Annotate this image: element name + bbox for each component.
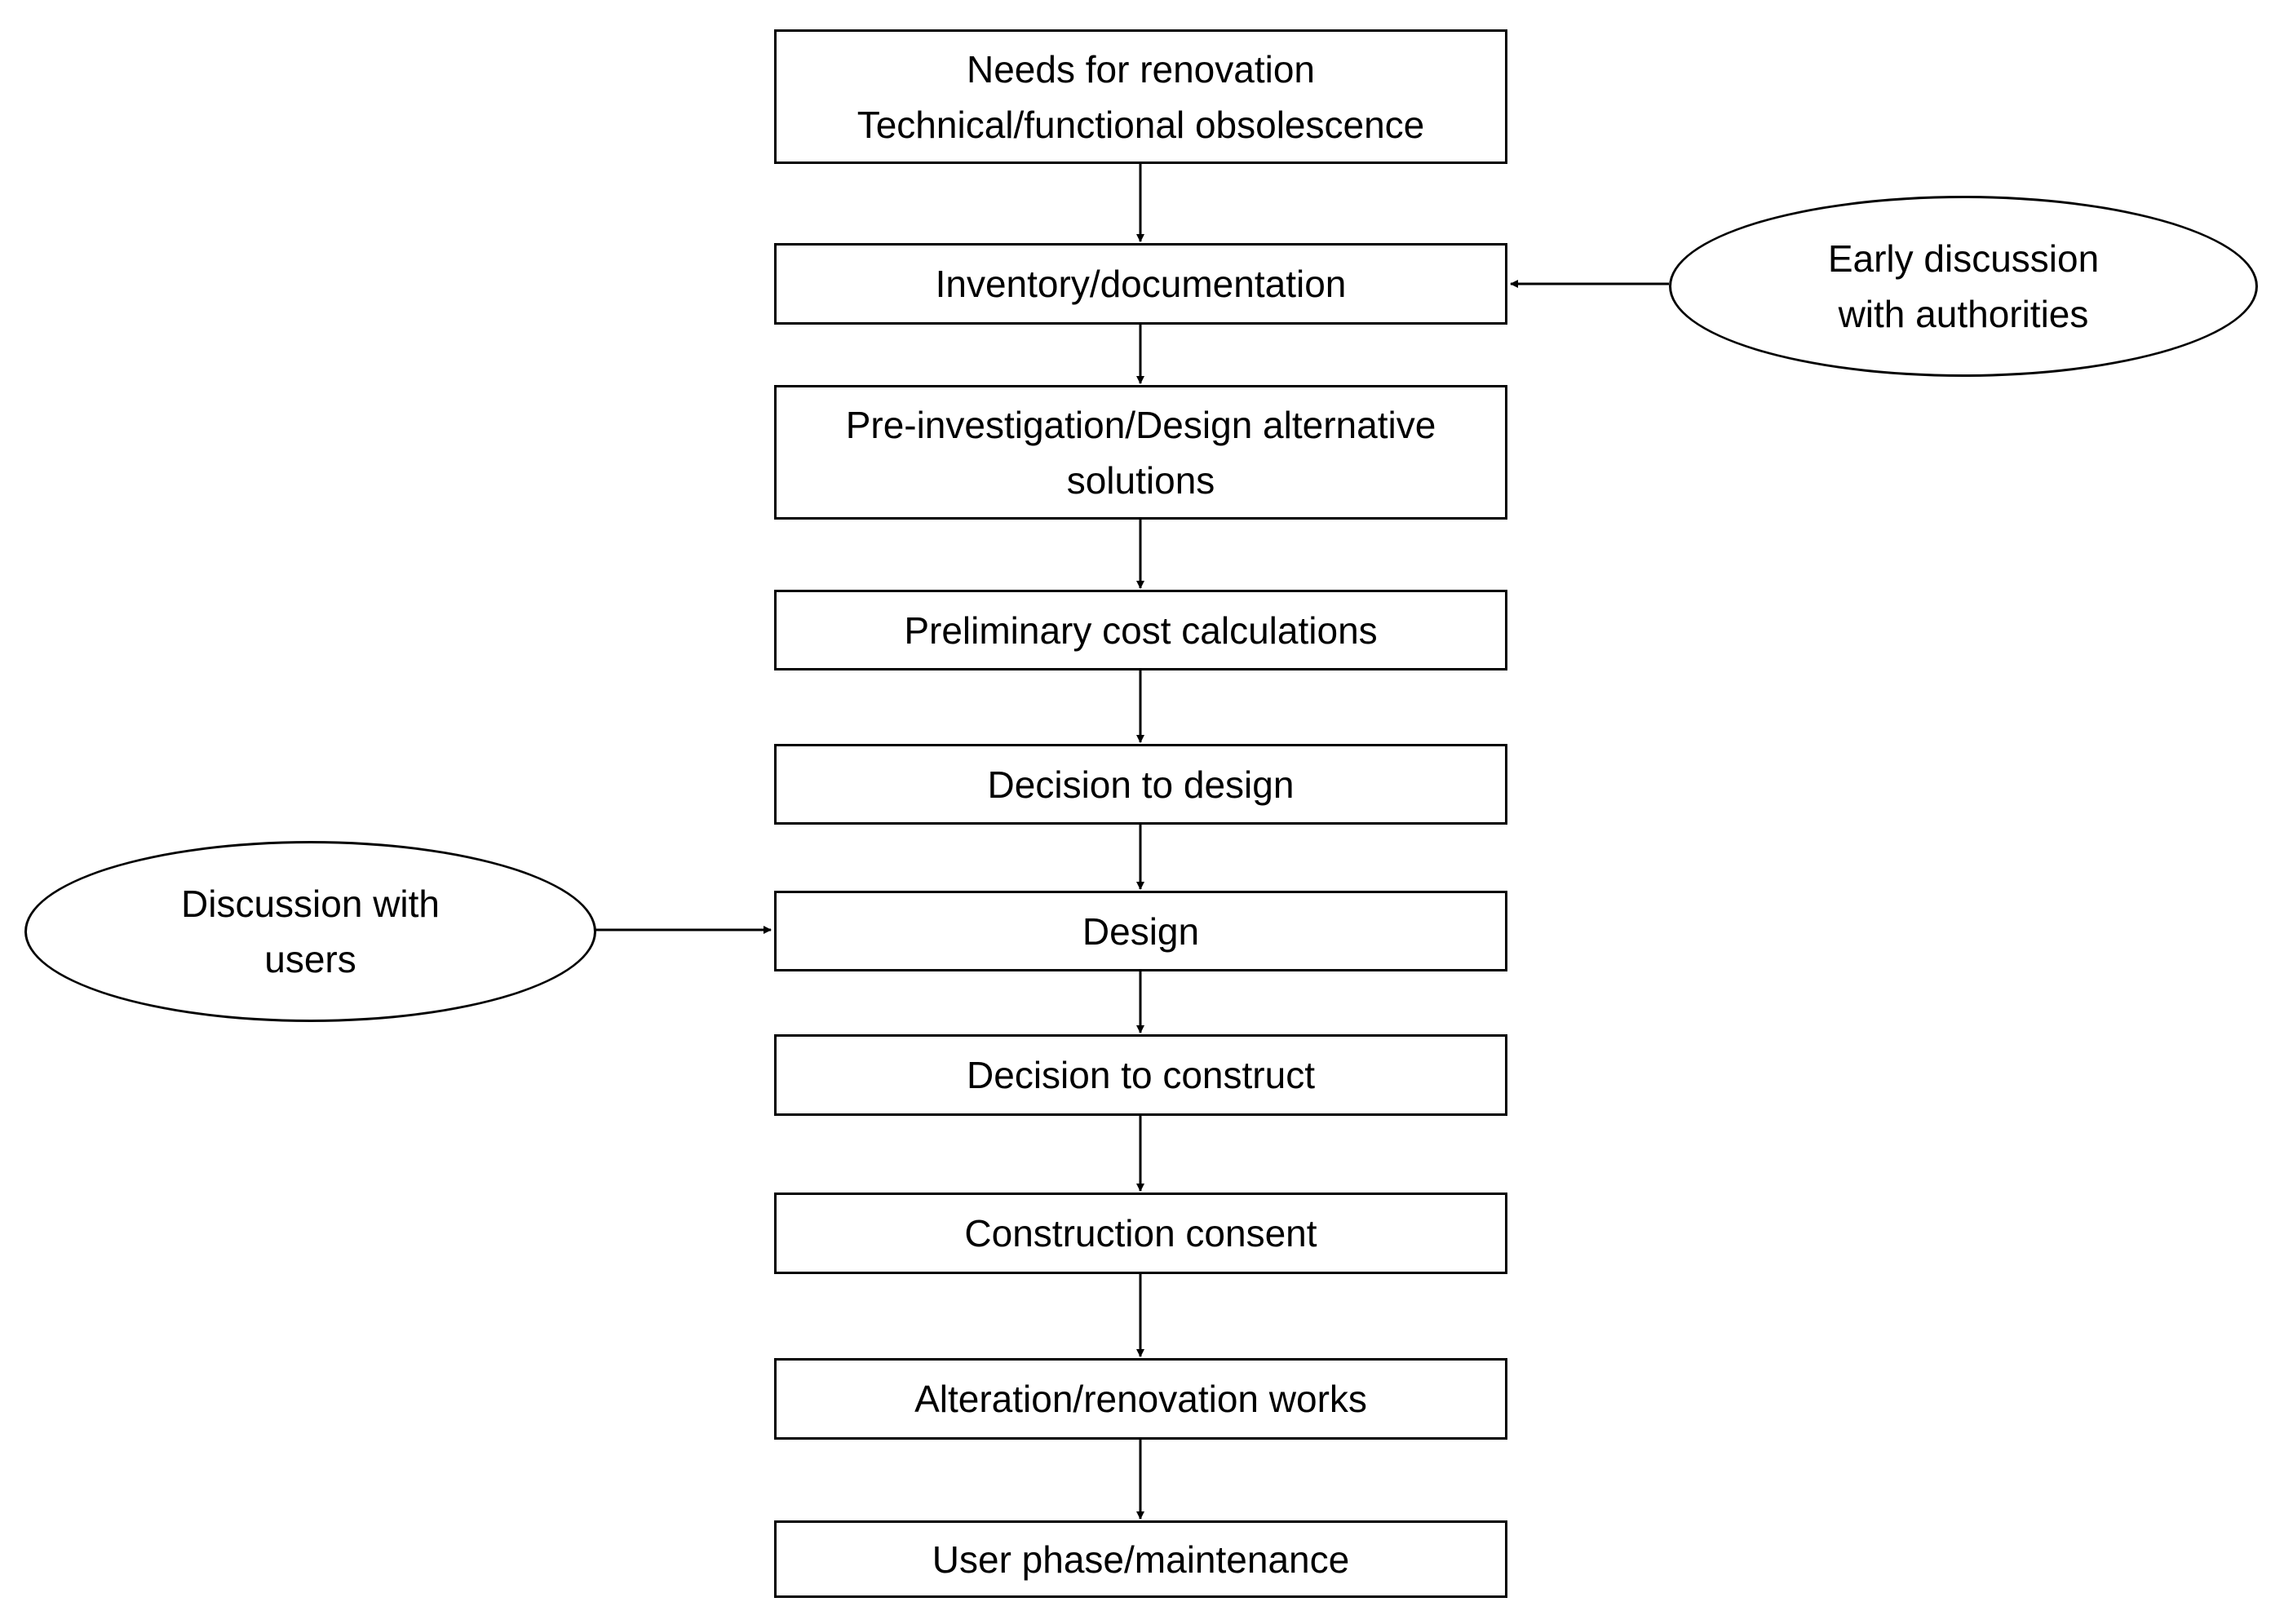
step-label-line: Decision to construct xyxy=(967,1054,1315,1096)
step-label-line: solutions xyxy=(1066,458,1215,502)
step-label-line: Technical/functional obsolescence xyxy=(856,103,1425,146)
step-label-line: Design xyxy=(1082,909,1200,953)
ellipse-label-line: with authorities xyxy=(1838,293,2089,335)
step-label-line: Preliminary cost calculations xyxy=(904,608,1378,652)
step-label-line: Construction consent xyxy=(964,1212,1317,1255)
step-pre-investigation: Pre-investigation/Design alternative sol… xyxy=(774,385,1507,520)
step-decision-to-construct: Decision to construct xyxy=(774,1034,1507,1116)
step-decision-to-design: Decision to design xyxy=(774,744,1507,825)
step-label-line: User phase/maintenance xyxy=(932,1538,1350,1581)
ellipse-label-line: Discussion with xyxy=(181,883,440,925)
step-label-line: Alteration/renovation works xyxy=(914,1378,1367,1420)
step-label-line: Decision to design xyxy=(987,763,1295,806)
ellipse-discussion-with-users: Discussion with users xyxy=(24,841,596,1022)
ellipse-early-discussion-authorities: Early discussion with authorities xyxy=(1669,196,2258,377)
step-user-phase-maintenance: User phase/maintenance xyxy=(774,1520,1507,1598)
step-alteration-renovation-works: Alteration/renovation works xyxy=(774,1358,1507,1440)
step-inventory-documentation: Inventory/documentation xyxy=(774,243,1507,325)
ellipse-label-line: users xyxy=(264,938,356,980)
step-label-line: Inventory/documentation xyxy=(935,263,1347,305)
ellipse-label-line: Early discussion xyxy=(1827,237,2100,280)
step-needs-for-renovation: Needs for renovation Technical/functiona… xyxy=(774,29,1507,164)
step-label-line: Needs for renovation xyxy=(966,47,1316,91)
step-design: Design xyxy=(774,891,1507,971)
step-construction-consent: Construction consent xyxy=(774,1193,1507,1274)
step-preliminary-cost-calculations: Preliminary cost calculations xyxy=(774,590,1507,670)
step-label-line: Pre-investigation/Design alternative xyxy=(845,403,1436,446)
